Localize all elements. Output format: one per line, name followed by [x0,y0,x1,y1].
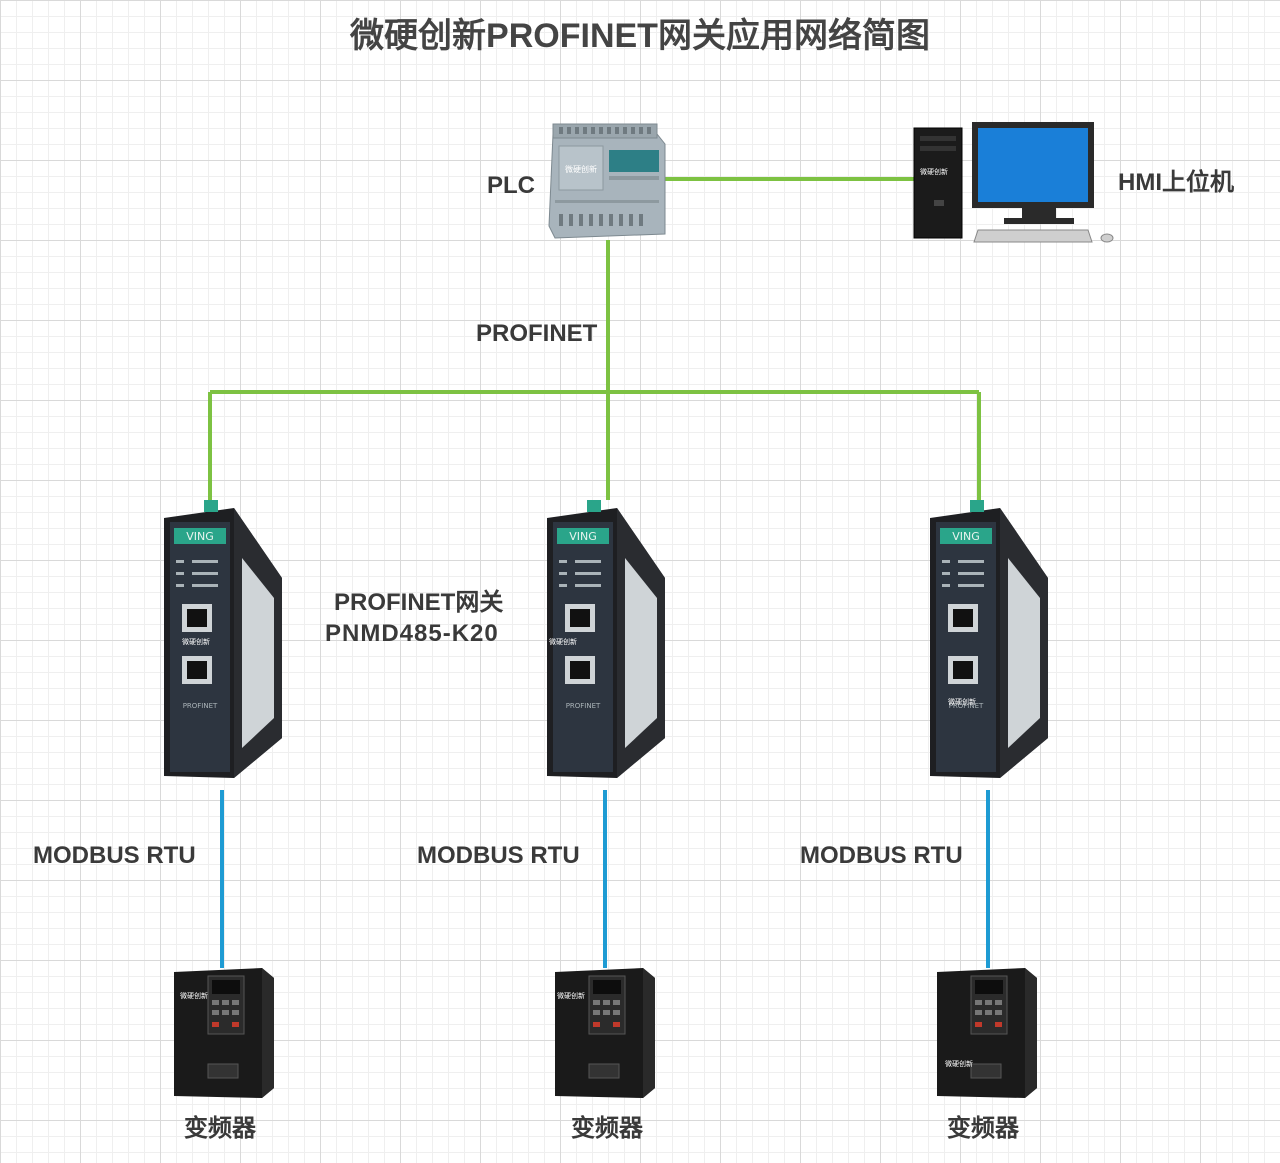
inverter-label-2: 变频器 [571,1115,643,1142]
profinet-wires [208,177,981,500]
inverter-3-image: 微硬创新 [937,968,1037,1098]
gateway-3-brand: VING [952,530,980,543]
gateway-3-watermark: 微硬创新 [948,697,976,706]
inverter-label-1: 变频器 [184,1115,256,1142]
gateway-1-brand: VING [186,530,214,543]
inverter-1-image: 微硬创新 [174,968,274,1098]
inverter-2-image: 微硬创新 [555,968,655,1098]
inverter-1-watermark: 微硬创新 [180,991,208,1000]
inverter-label-3: 变频器 [947,1115,1019,1142]
diagram-title: 微硬创新PROFINET网关应用网络简图 [350,17,930,55]
gateway-2-brand: VING [569,530,597,543]
inverter-3-watermark: 微硬创新 [945,1059,973,1068]
gateway-model-label: PNMD485-K20 [325,620,499,647]
plc-label: PLC [487,172,535,199]
modbus-label-3: MODBUS RTU [800,842,963,869]
modbus-wires [220,790,990,968]
inverter-2-watermark: 微硬创新 [557,991,585,1000]
gateway-1-watermark: 微硬创新 [182,637,210,646]
plc-watermark: 微硬创新 [565,164,597,174]
gateway-3-image: VING PROFINET 微硬创新 [930,500,1048,778]
pc-watermark: 微硬创新 [920,167,948,176]
modbus-label-1: MODBUS RTU [33,842,196,869]
hmi-computer-image: 微硬创新 [913,122,1114,243]
hmi-label: HMI上位机 [1118,169,1234,196]
modbus-label-2: MODBUS RTU [417,842,580,869]
profinet-label: PROFINET [476,320,598,347]
gateway-1-image: VING PROFINET 微硬创新 [164,500,282,778]
gateway-2-image: VING PROFINET 微硬创新 [547,500,665,778]
gateway-2-watermark: 微硬创新 [549,637,577,646]
gateway-2-port-label: PROFINET [566,702,601,710]
gateway-name-label: PROFINET网关 [334,589,504,616]
gateway-1-port-label: PROFINET [183,702,218,710]
gateway-3-port-label: PROFINET [949,702,984,710]
plc-device-image: 微硬创新 [548,123,666,239]
